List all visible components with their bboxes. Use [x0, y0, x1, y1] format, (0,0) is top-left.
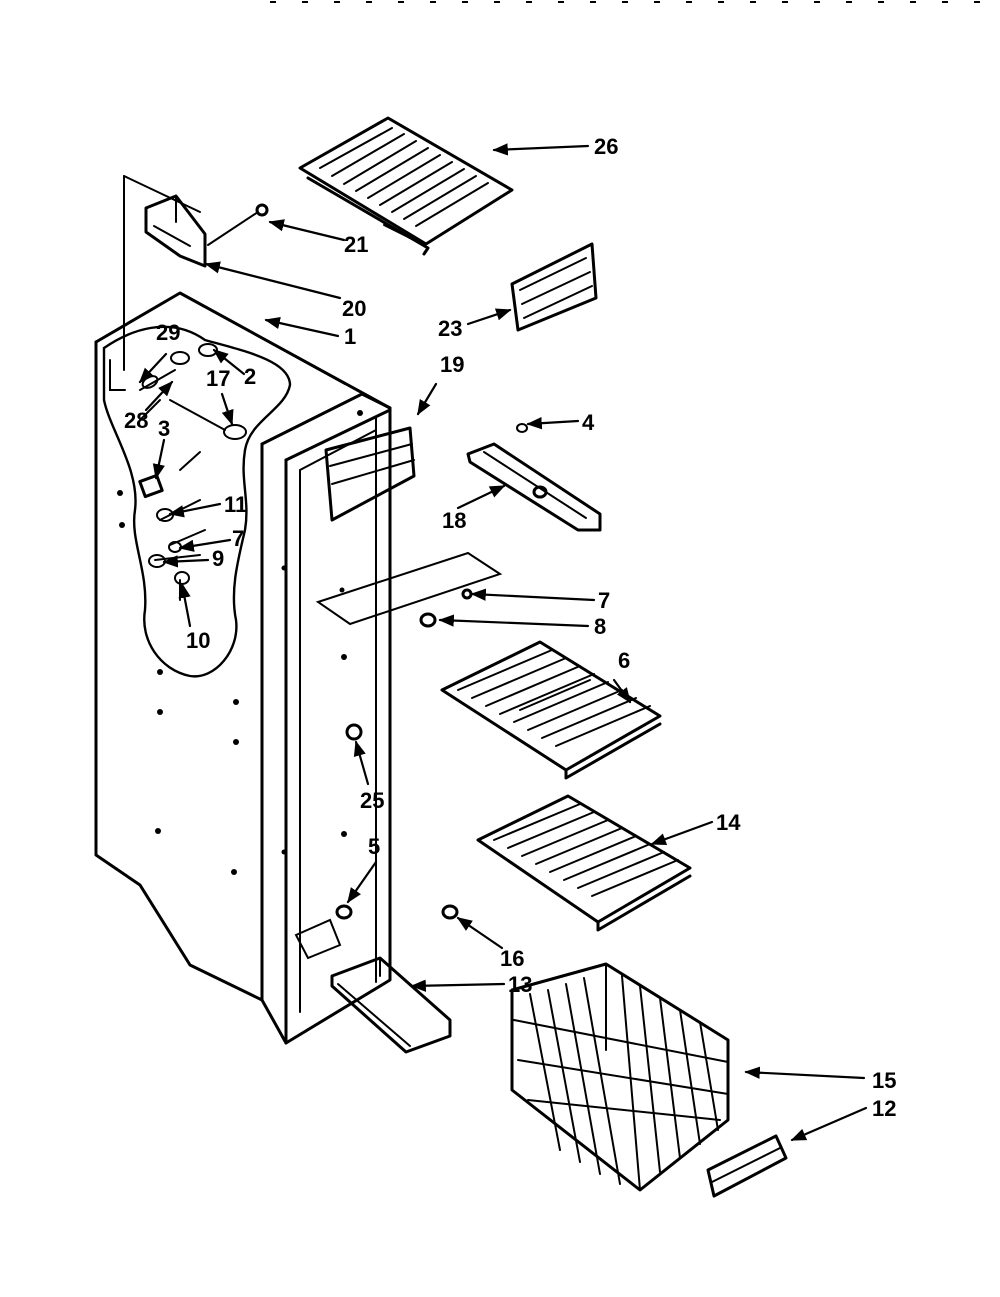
callout-8: 8 [594, 614, 606, 639]
callout-12: 12 [872, 1096, 896, 1121]
clip-8 [419, 612, 437, 628]
callout-labels: 26 21 20 1 23 29 2 17 19 28 3 4 11 18 7 … [124, 134, 896, 1121]
wire-basket [510, 962, 730, 1192]
callout-16: 16 [500, 946, 524, 971]
wire-shelf-lower [476, 794, 692, 932]
shelf-rail [466, 423, 602, 532]
light-shield [324, 426, 416, 522]
callout-18: 18 [442, 508, 466, 533]
callout-15: 15 [872, 1068, 896, 1093]
callout-20: 20 [342, 296, 366, 321]
callout-4: 4 [582, 410, 595, 435]
callout-10: 10 [186, 628, 210, 653]
top-bracket [123, 175, 269, 371]
callout-14: 14 [716, 810, 741, 835]
basket-front-panel [706, 1134, 788, 1198]
callout-1: 1 [344, 324, 356, 349]
clip-25 [345, 723, 363, 741]
leader-lines [138, 143, 868, 1142]
callout-23: 23 [438, 316, 462, 341]
callout-25: 25 [360, 788, 384, 813]
callout-7a: 7 [232, 526, 244, 551]
callout-13: 13 [508, 972, 532, 997]
cutaway-outline [102, 325, 292, 678]
callout-3: 3 [158, 416, 170, 441]
screw-16 [441, 904, 459, 920]
callout-17: 17 [206, 366, 230, 391]
callout-9: 9 [212, 546, 224, 571]
callout-29: 29 [156, 320, 180, 345]
callout-2: 2 [244, 364, 256, 389]
callout-19: 19 [440, 352, 464, 377]
screw-5 [335, 904, 353, 920]
callout-11: 11 [224, 492, 247, 517]
callout-5: 5 [368, 834, 380, 859]
front-trim [330, 956, 452, 1054]
callout-26: 26 [594, 134, 618, 159]
top-shelf [298, 116, 514, 256]
callout-21: 21 [344, 232, 368, 257]
callout-28: 28 [124, 408, 148, 433]
door-bin [510, 242, 598, 332]
wire-shelf-upper [440, 640, 662, 780]
callout-6: 6 [618, 648, 630, 673]
callout-7b: 7 [598, 588, 610, 613]
freezer-liner [94, 291, 503, 1045]
screw-7 [461, 588, 473, 600]
